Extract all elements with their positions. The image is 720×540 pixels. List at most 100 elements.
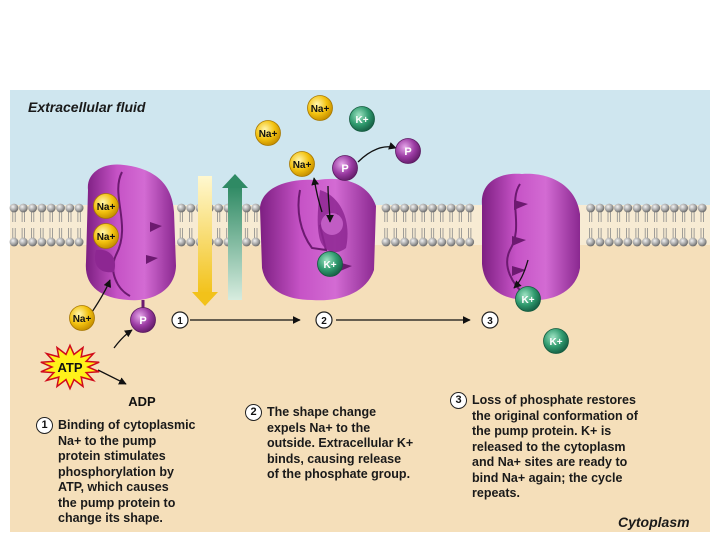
phosphate-group (332, 155, 358, 181)
sodium-ion-label: Na+ (311, 104, 330, 115)
phosphate-group-label: P (404, 146, 411, 158)
phospholipid-head (623, 237, 633, 247)
phosphate-group-label: P (139, 315, 146, 327)
potassium-ion (317, 251, 343, 277)
potassium-gradient-arrow (228, 186, 242, 300)
potassium-ion-label: K+ (323, 260, 336, 271)
phospholipid-head (604, 203, 614, 213)
phospholipid-head (251, 203, 261, 213)
phospholipid-head (697, 203, 707, 213)
phospholipid-head (688, 237, 698, 247)
step-1-description: Binding of cytoplasmic Na+ to the pump p… (58, 418, 196, 525)
phosphate-group-label: P (341, 163, 348, 175)
phospholipid-head (186, 237, 196, 247)
phospholipid-head (74, 203, 84, 213)
phospholipid-head (242, 203, 251, 213)
arrow-step-badges: 1 2 3 (171, 311, 499, 329)
phospholipid-head (586, 237, 595, 247)
ions: Na+Na+Na+Na+Na+Na+K+K+K+K+PPP (69, 95, 569, 354)
atp-label: ATP (57, 360, 82, 375)
extracellular-fluid-label: Extracellular fluid (28, 99, 146, 115)
phospholipid-head (614, 237, 623, 247)
phospholipid-head (697, 237, 707, 247)
phospholipid-head (18, 203, 28, 213)
adp-label: ADP (128, 394, 156, 409)
phospholipid-head (651, 237, 661, 247)
phospholipid-head (214, 203, 224, 213)
sodium-ion-label: Na+ (73, 314, 92, 325)
phospholipid-head (679, 203, 688, 213)
phospholipid-head (177, 237, 186, 247)
phospholipid-head (56, 203, 65, 213)
phospholipid-head (28, 237, 37, 247)
phospholipid-head (456, 203, 465, 213)
phospholipid-head (437, 203, 447, 213)
phospholipid-head (642, 237, 651, 247)
phosphate-group (395, 138, 421, 164)
phospholipid-head (74, 237, 84, 247)
phospholipid-head (214, 237, 224, 247)
phospholipid-head (186, 203, 196, 213)
phospholipid-head (418, 237, 428, 247)
phospholipid-head (437, 237, 447, 247)
sodium-ion (289, 151, 315, 177)
transport-arrows (91, 142, 529, 385)
potassium-ion-label: K+ (355, 115, 368, 126)
phospholipid-head (409, 237, 419, 247)
sodium-gradient-arrow (198, 176, 212, 294)
phospholipid-head (242, 237, 251, 247)
phospholipid-head (660, 237, 670, 247)
phospholipid-head (632, 203, 642, 213)
phospholipid-head (400, 203, 409, 213)
sodium-ion-label: Na+ (259, 129, 278, 140)
cell-membrane (9, 203, 707, 247)
svg-text:1: 1 (177, 316, 183, 327)
svg-text:2: 2 (321, 316, 327, 327)
step-3-description: Loss of phosphate restores the original … (472, 393, 638, 500)
phospholipid-head (595, 237, 605, 247)
phospholipid-head (428, 237, 437, 247)
phospholipid-head (381, 237, 391, 247)
phospholipid-head (9, 237, 19, 247)
pump-protein-state-2 (260, 178, 376, 301)
phospholipid-head (28, 203, 37, 213)
phospholipid-head (390, 237, 400, 247)
phospholipid-head (614, 203, 623, 213)
phospholipid-head (465, 203, 475, 213)
phospholipid-head (651, 203, 661, 213)
sodium-ion (255, 120, 281, 146)
phospholipid-head (251, 237, 261, 247)
svg-text:3: 3 (487, 316, 493, 327)
phospholipid-head (18, 237, 28, 247)
phospholipid-head (177, 203, 186, 213)
pump-protein-state-3 (481, 173, 580, 301)
phospholipid-head (660, 203, 670, 213)
phospholipid-head (37, 203, 47, 213)
phospholipid-head (65, 237, 75, 247)
phospholipid-head (632, 237, 642, 247)
sodium-ion (93, 223, 119, 249)
phospholipid-head (623, 203, 633, 213)
phospholipid-head (400, 237, 409, 247)
sodium-ion-label: Na+ (97, 232, 116, 243)
step-1-badge: 1 (36, 417, 53, 434)
potassium-ion (349, 106, 375, 132)
phospholipid-head (9, 203, 19, 213)
phospholipid-head (390, 203, 400, 213)
phospholipid-head (65, 203, 75, 213)
phospholipid-head (595, 203, 605, 213)
phospholipid-head (679, 237, 688, 247)
sodium-ion-label: Na+ (97, 202, 116, 213)
step-2-description: The shape change expels Na+ to the outsi… (267, 405, 414, 481)
phospholipid-head (46, 237, 56, 247)
sodium-ion-label: Na+ (293, 160, 312, 171)
phospholipid-head (604, 237, 614, 247)
phospholipid-head (446, 203, 456, 213)
phospholipid-head (428, 203, 437, 213)
potassium-ion-label: K+ (521, 295, 534, 306)
phospholipid-head (669, 203, 679, 213)
phospholipid-head (688, 203, 698, 213)
phospholipid-head (642, 203, 651, 213)
cytoplasm-label: Cytoplasm (618, 514, 690, 530)
